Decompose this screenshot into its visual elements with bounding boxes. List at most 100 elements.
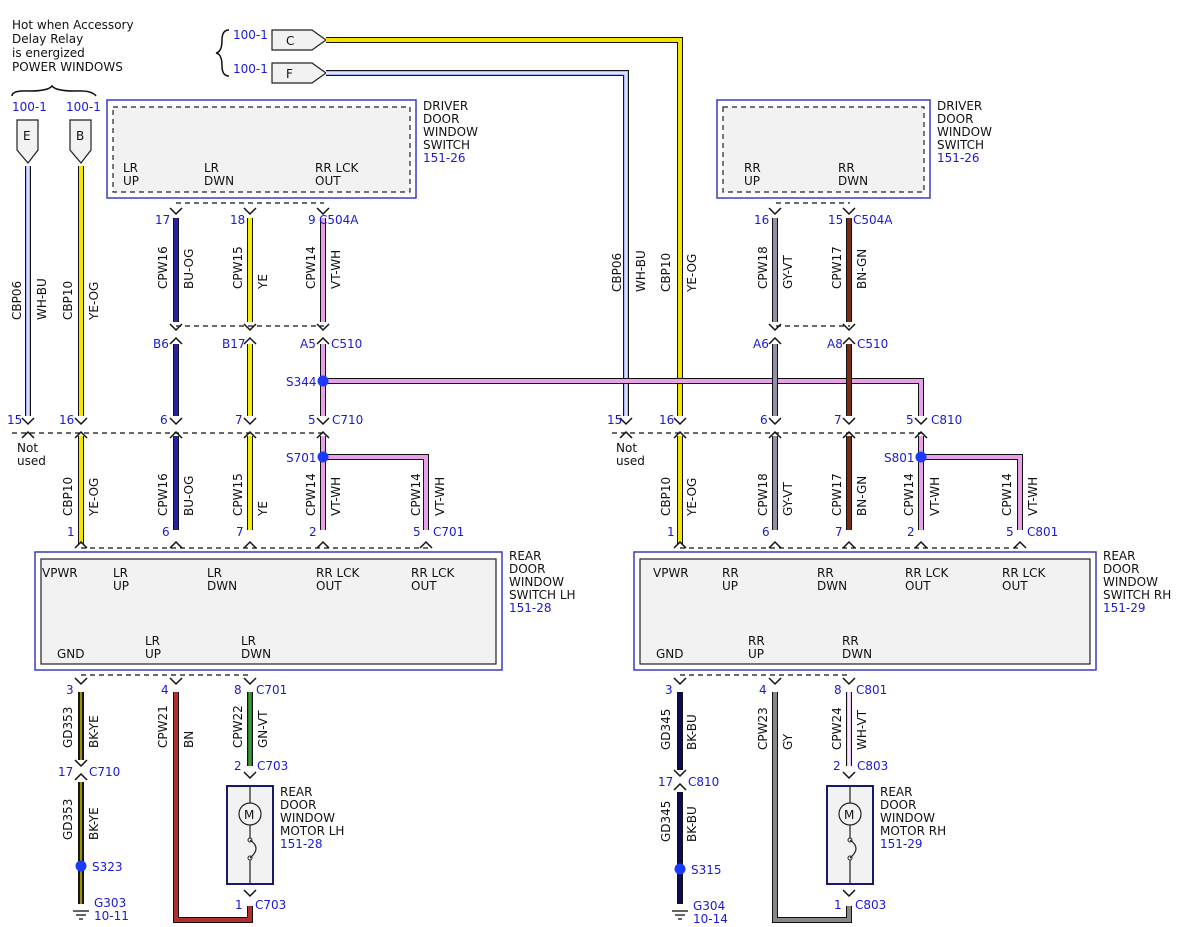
splice-dot [317,451,329,463]
source-e-label: E [23,129,31,143]
connector-name: C810 [688,775,719,789]
source-c: 100-1 C [233,28,328,51]
note-line-3: is energized [12,46,85,60]
terminal-arrow [74,677,88,686]
terminal-arrow [842,889,856,898]
pin-label: RR LCK [905,566,950,580]
splice-dot [915,451,927,463]
wire-cpw23 [772,692,852,923]
pin-number: A5 [300,337,316,351]
component-ref: 151-29 [1103,601,1146,615]
terminal-arrow [619,430,633,439]
component-label: REAR [880,785,912,799]
terminal-arrow [914,430,928,439]
note-line-4: POWER WINDOWS [12,60,123,74]
terminal-arrow [619,417,633,426]
source-b: 100-1 B [66,100,101,164]
wire-color: BK-YE [87,715,101,748]
wire-cpw14-branch-left [323,454,429,530]
terminal-arrow [316,207,330,216]
pin-number: 15 [828,213,843,227]
pin-number: 8 [834,683,842,697]
terminal-arrow [74,540,88,549]
wire-color: GY-VT [781,255,795,289]
terminal-arrow [842,207,856,216]
splice-name: S323 [92,860,123,874]
connector-name: C701 [433,525,464,539]
connector-name: C701 [256,683,287,697]
pin-number: 2 [833,759,841,773]
wire-color: BK-BU [685,714,699,750]
wire-color: GN-VT [256,710,270,748]
component-label: SWITCH [423,138,470,152]
pin-number: 6 [160,413,168,427]
pin-label: DWN [838,174,868,188]
pin-number: 6 [762,525,770,539]
pin-label: OUT [316,579,342,593]
terminal-arrow [74,772,88,781]
terminal-arrow [768,540,782,549]
pin-label: DWN [207,579,237,593]
not-used-label: used [17,454,46,468]
component-ref: 151-28 [509,601,552,615]
not-used-label: Not [616,441,637,455]
motor-rh: M REAR DOOR WINDOW MOTOR RH 151-29 [826,785,946,885]
terminal-arrow [768,323,782,332]
pin-number: 1 [834,898,842,912]
terminal-arrow [169,417,183,426]
motor-lh: M REAR DOOR WINDOW MOTOR LH 151-28 [226,785,344,885]
pin-label: RR [838,161,855,175]
terminal-arrow [316,540,330,549]
connector-name: C801 [856,683,887,697]
wire-labels: CBP06 WH-BU CBP10 YE-OG CPW16 BU-OG CPW1… [10,246,1040,842]
terminal-arrow [842,540,856,549]
pin-number: 5 [413,525,421,539]
wire-color: BN-GN [855,249,869,289]
pin-number: 7 [235,413,243,427]
pin-label: DWN [204,174,234,188]
terminal-arrow [842,323,856,332]
terminal-arrow [169,207,183,216]
wire-cbp10-feed [326,37,683,416]
component-label: DOOR [423,112,459,126]
wire-color: VT-WH [329,250,343,289]
pin-label: UP [123,174,139,188]
pin-label: OUT [1002,579,1028,593]
pin-label: LR [204,161,219,175]
splice-dot [674,863,686,875]
connector-dashes [12,202,1020,676]
component-label: SWITCH LH [509,588,576,602]
wire-cpw21 [173,692,253,923]
component-label: REAR [1103,549,1135,563]
motor-symbol: M [844,808,854,822]
pin-label: RR [817,566,834,580]
ground-ref: 10-14 [693,912,728,926]
driver-switch-right: RR UP RR DWN DRIVER DOOR WINDOW SWITCH 1… [716,99,992,199]
terminal-arrow [243,889,257,898]
terminal-arrow [169,540,183,549]
pin-label: RR [722,566,739,580]
component-label: SWITCH RH [1103,588,1171,602]
source-e: 100-1 E [12,100,47,164]
terminal-arrow [243,336,257,345]
terminal-arrow [243,540,257,549]
pin-number: 17 [155,213,170,227]
wire-color: YE-OG [87,282,101,321]
connector-name: C810 [931,413,962,427]
wire-color: YE-OG [685,254,699,293]
wire-color: VT-WH [329,477,343,516]
source-f: 100-1 F [233,62,328,84]
terminal-arrow [243,430,257,439]
pin-number: 5 [1006,525,1014,539]
component-label: DOOR [280,798,316,812]
header-note: Hot when Accessory Delay Relay is energi… [12,18,134,74]
pin-label: DWN [817,579,847,593]
pin-number: 8 [234,683,242,697]
pin-label: LR [113,566,128,580]
wire-cpw14-branch-right [921,454,1023,530]
pin-label: VPWR [653,566,689,580]
wire-circuit: CPW17 [830,246,844,289]
connector-name: C510 [857,337,888,351]
pin-label: RR LCK [316,566,361,580]
